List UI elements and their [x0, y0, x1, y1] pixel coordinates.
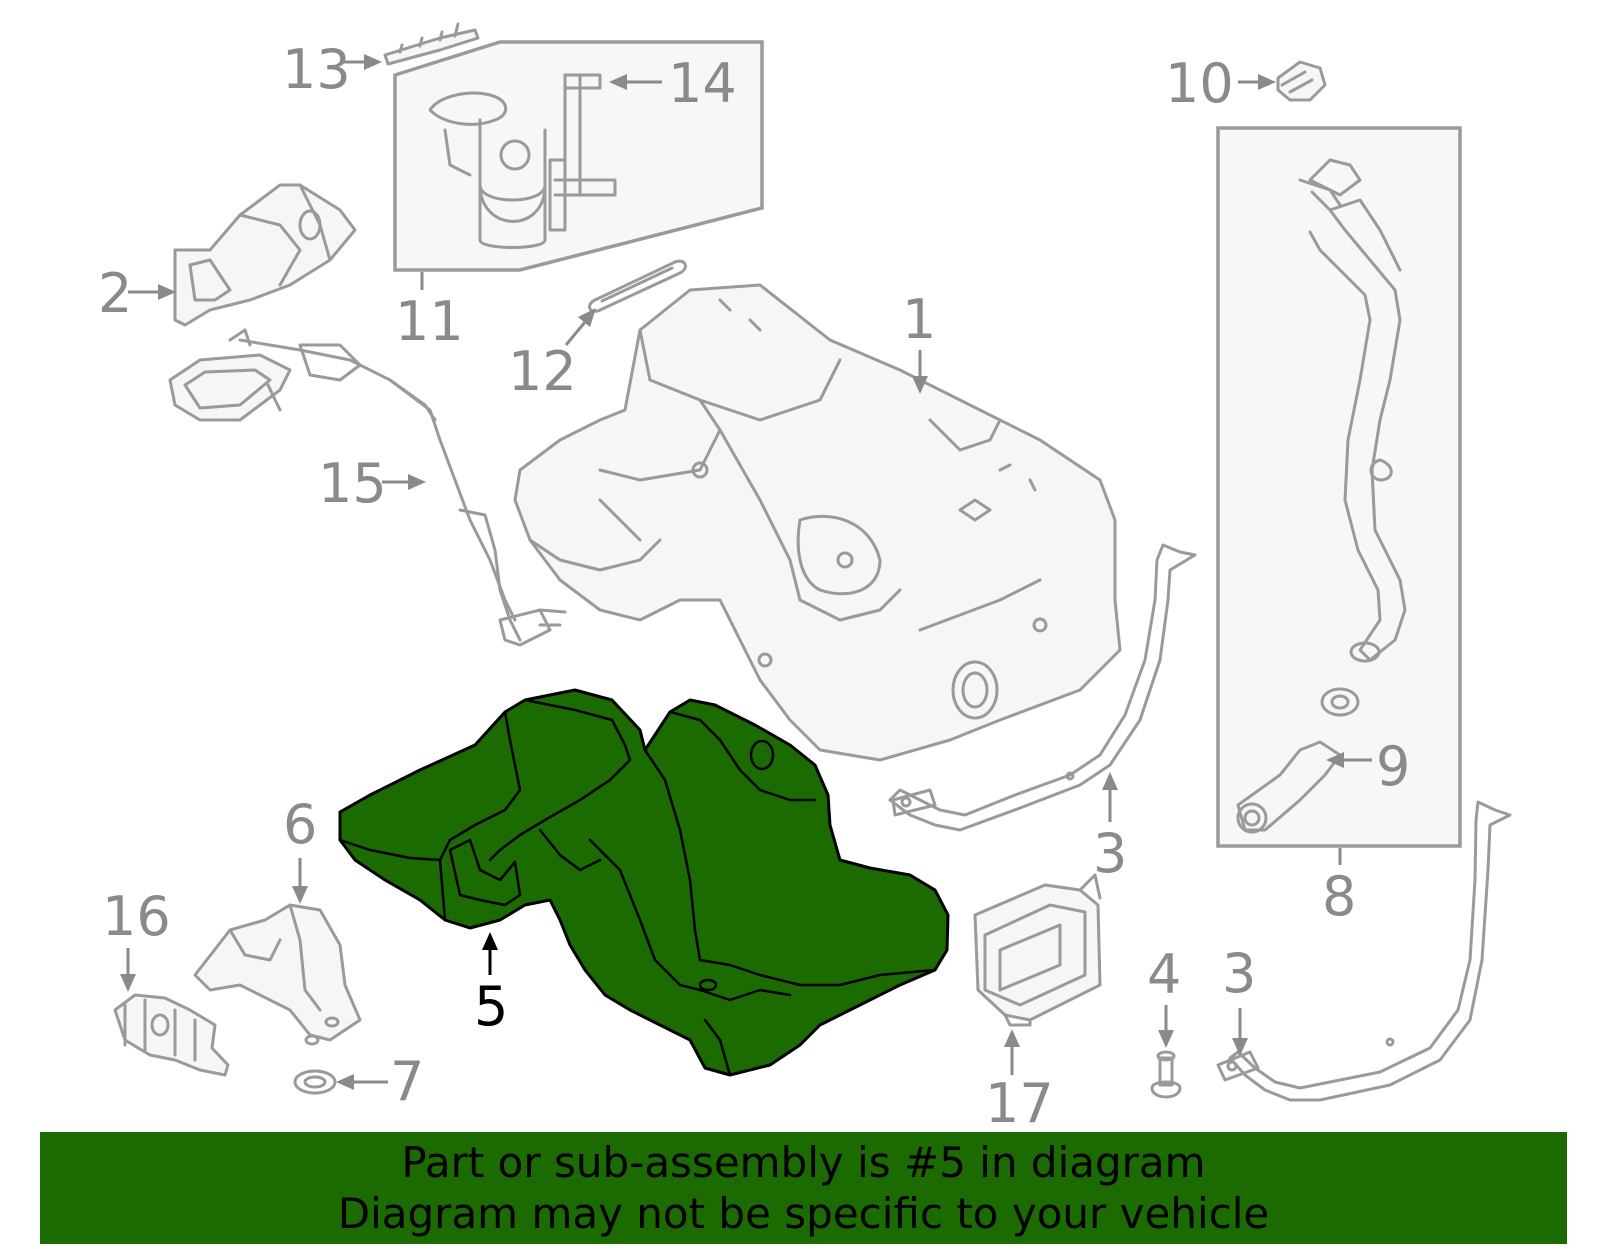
part-13-seal[interactable]: [383, 22, 480, 66]
banner-line-disclaimer: Diagram may not be specific to your vehi…: [337, 1189, 1270, 1238]
part-8-filler-pipe-assembly[interactable]: [1216, 126, 1462, 848]
part-15-sending-unit[interactable]: [168, 328, 567, 647]
part-4-bolt[interactable]: [1150, 1050, 1182, 1099]
callout-1: 1: [902, 288, 936, 351]
callout-13: 13: [282, 38, 351, 101]
callout-11: 11: [395, 290, 464, 353]
part-12-gasket[interactable]: [588, 259, 687, 313]
banner-line-part-info: Part or sub-assembly is #5 in diagram: [401, 1138, 1206, 1187]
part-6-bracket[interactable]: [193, 903, 362, 1046]
callout-8: 8: [1322, 865, 1356, 928]
part-9-hose[interactable]: [1236, 687, 1360, 834]
part-17-control-module[interactable]: [973, 873, 1102, 1027]
part-16-valve[interactable]: [113, 993, 230, 1077]
callout-leaders: [120, 54, 1372, 1090]
part-10-fuel-cap[interactable]: [1276, 60, 1327, 102]
callout-7: 7: [390, 1050, 424, 1113]
part-11-fuel-pump-module[interactable]: [393, 40, 764, 272]
callout-labels: 1 2 3 3 4 5 6 7 8 9 10 11 12 13 14 15 16…: [98, 38, 1410, 1135]
part-7-o-ring[interactable]: [293, 1069, 337, 1095]
callout-3-upper: 3: [1093, 822, 1127, 885]
callout-6: 6: [283, 793, 317, 856]
part-2-bracket[interactable]: [173, 183, 357, 327]
callout-5: 5: [474, 975, 508, 1038]
callout-16: 16: [102, 885, 171, 948]
callout-3-lower: 3: [1222, 942, 1256, 1005]
callout-12: 12: [508, 340, 577, 403]
info-banner: Part or sub-assembly is #5 in diagram Di…: [40, 1132, 1567, 1244]
callout-17: 17: [985, 1072, 1054, 1135]
part-1-fuel-tank[interactable]: [513, 283, 1122, 762]
callout-4: 4: [1147, 943, 1181, 1006]
callout-2: 2: [98, 262, 132, 325]
part-3-strap-lower[interactable]: [1216, 800, 1512, 1102]
callout-14: 14: [668, 52, 737, 115]
callout-15: 15: [318, 452, 387, 515]
part-3-strap-upper[interactable]: [888, 543, 1197, 832]
part-5-fuel-tank-shield-highlighted[interactable]: [338, 688, 950, 1077]
callout-9: 9: [1376, 735, 1410, 798]
callout-10: 10: [1165, 52, 1234, 115]
